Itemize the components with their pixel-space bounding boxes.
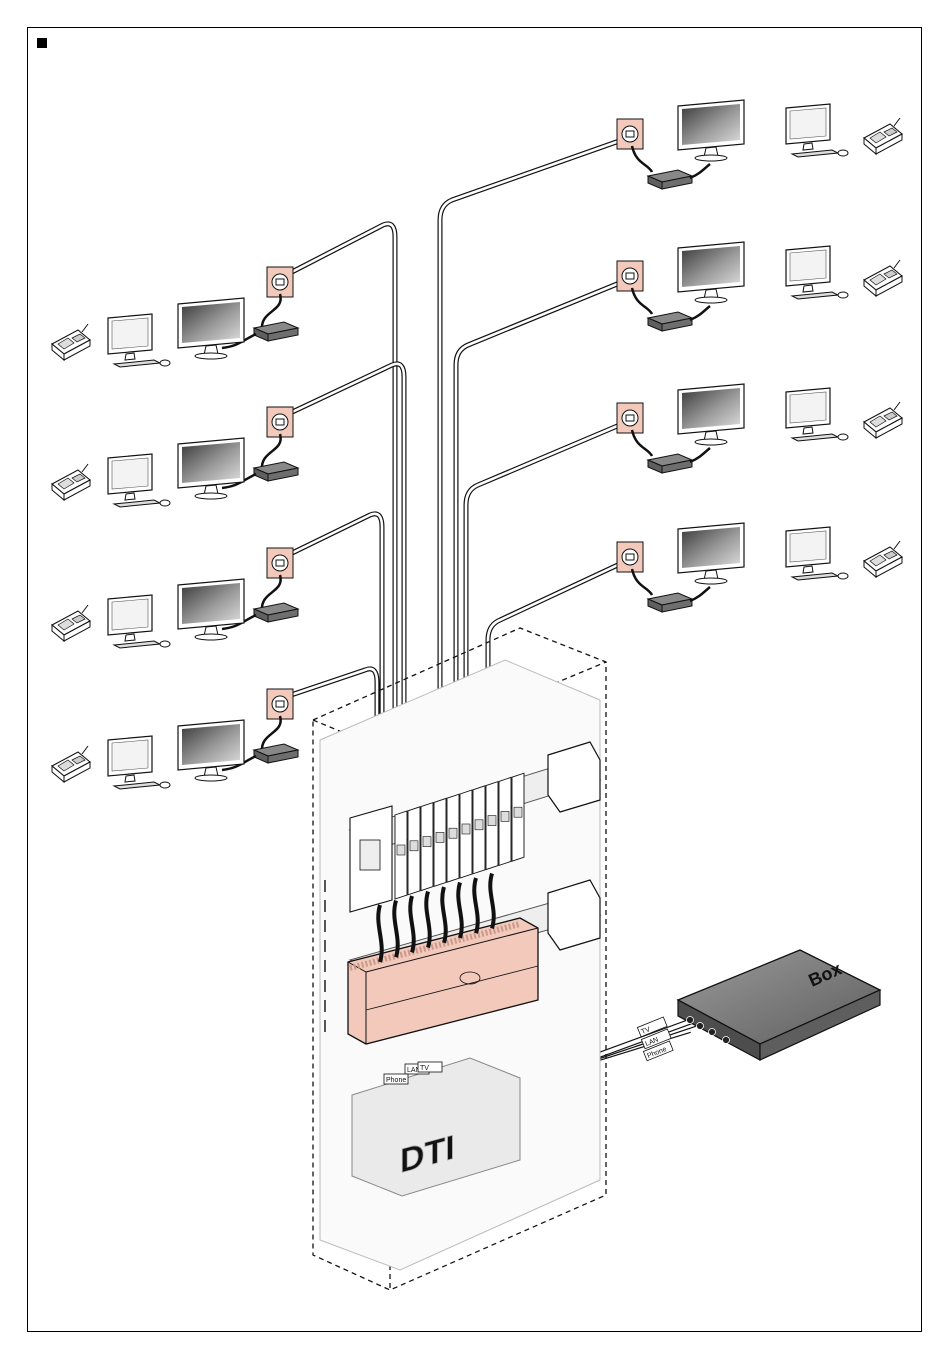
decoder-left-1 xyxy=(254,322,298,341)
wall-socket-right-2 xyxy=(617,261,643,291)
decoder-right-2 xyxy=(648,312,692,331)
computer-left-2 xyxy=(108,454,170,507)
decoder-right-3 xyxy=(648,454,692,473)
computer-left-4 xyxy=(108,736,170,789)
wall-socket-left-3 xyxy=(267,548,293,578)
tv-left-4 xyxy=(178,720,244,781)
wall-socket-left-4 xyxy=(267,689,293,719)
computer-right-3 xyxy=(786,388,848,441)
decoder-left-3 xyxy=(254,603,298,622)
phone-right-4 xyxy=(864,541,902,577)
rail-clip-top xyxy=(548,742,600,812)
rail-clip-middle xyxy=(548,880,600,950)
tv-right-2 xyxy=(678,242,744,303)
wall-socket-right-3 xyxy=(617,403,643,433)
phone-left-4 xyxy=(52,746,90,782)
phone-left-2 xyxy=(52,464,90,500)
box-port xyxy=(697,1023,704,1030)
tv-right-1 xyxy=(678,100,744,161)
decoder-right-4 xyxy=(648,593,692,612)
box-port xyxy=(709,1029,716,1036)
computer-left-1 xyxy=(108,314,170,367)
wall-socket-right-1 xyxy=(617,119,643,149)
decoder-left-2 xyxy=(254,462,298,481)
hub-phone-tag: Phone xyxy=(384,1074,408,1084)
hub-tv-tag: TV xyxy=(418,1062,442,1072)
svg-text:Phone: Phone xyxy=(386,1077,406,1084)
tv-right-4 xyxy=(678,523,744,584)
wall-socket-left-1 xyxy=(267,267,293,297)
computer-left-3 xyxy=(108,595,170,648)
wall-socket-left-2 xyxy=(267,407,293,437)
phone-right-2 xyxy=(864,260,902,296)
wall-socket-right-4 xyxy=(617,542,643,572)
tv-right-3 xyxy=(678,384,744,445)
svg-text:TV: TV xyxy=(420,1065,429,1072)
tv-left-2 xyxy=(178,438,244,499)
computer-right-4 xyxy=(786,527,848,580)
box-port xyxy=(687,1017,694,1024)
tv-left-3 xyxy=(178,579,244,640)
tv-left-1 xyxy=(178,298,244,359)
decoder-right-1 xyxy=(648,170,692,189)
computer-right-2 xyxy=(786,246,848,299)
phone-right-3 xyxy=(864,402,902,438)
computer-right-1 xyxy=(786,104,848,157)
box-port xyxy=(723,1037,730,1044)
phone-left-3 xyxy=(52,605,90,641)
decoder-left-4 xyxy=(254,744,298,763)
phone-left-1 xyxy=(52,324,90,360)
phone-right-1 xyxy=(864,118,902,154)
